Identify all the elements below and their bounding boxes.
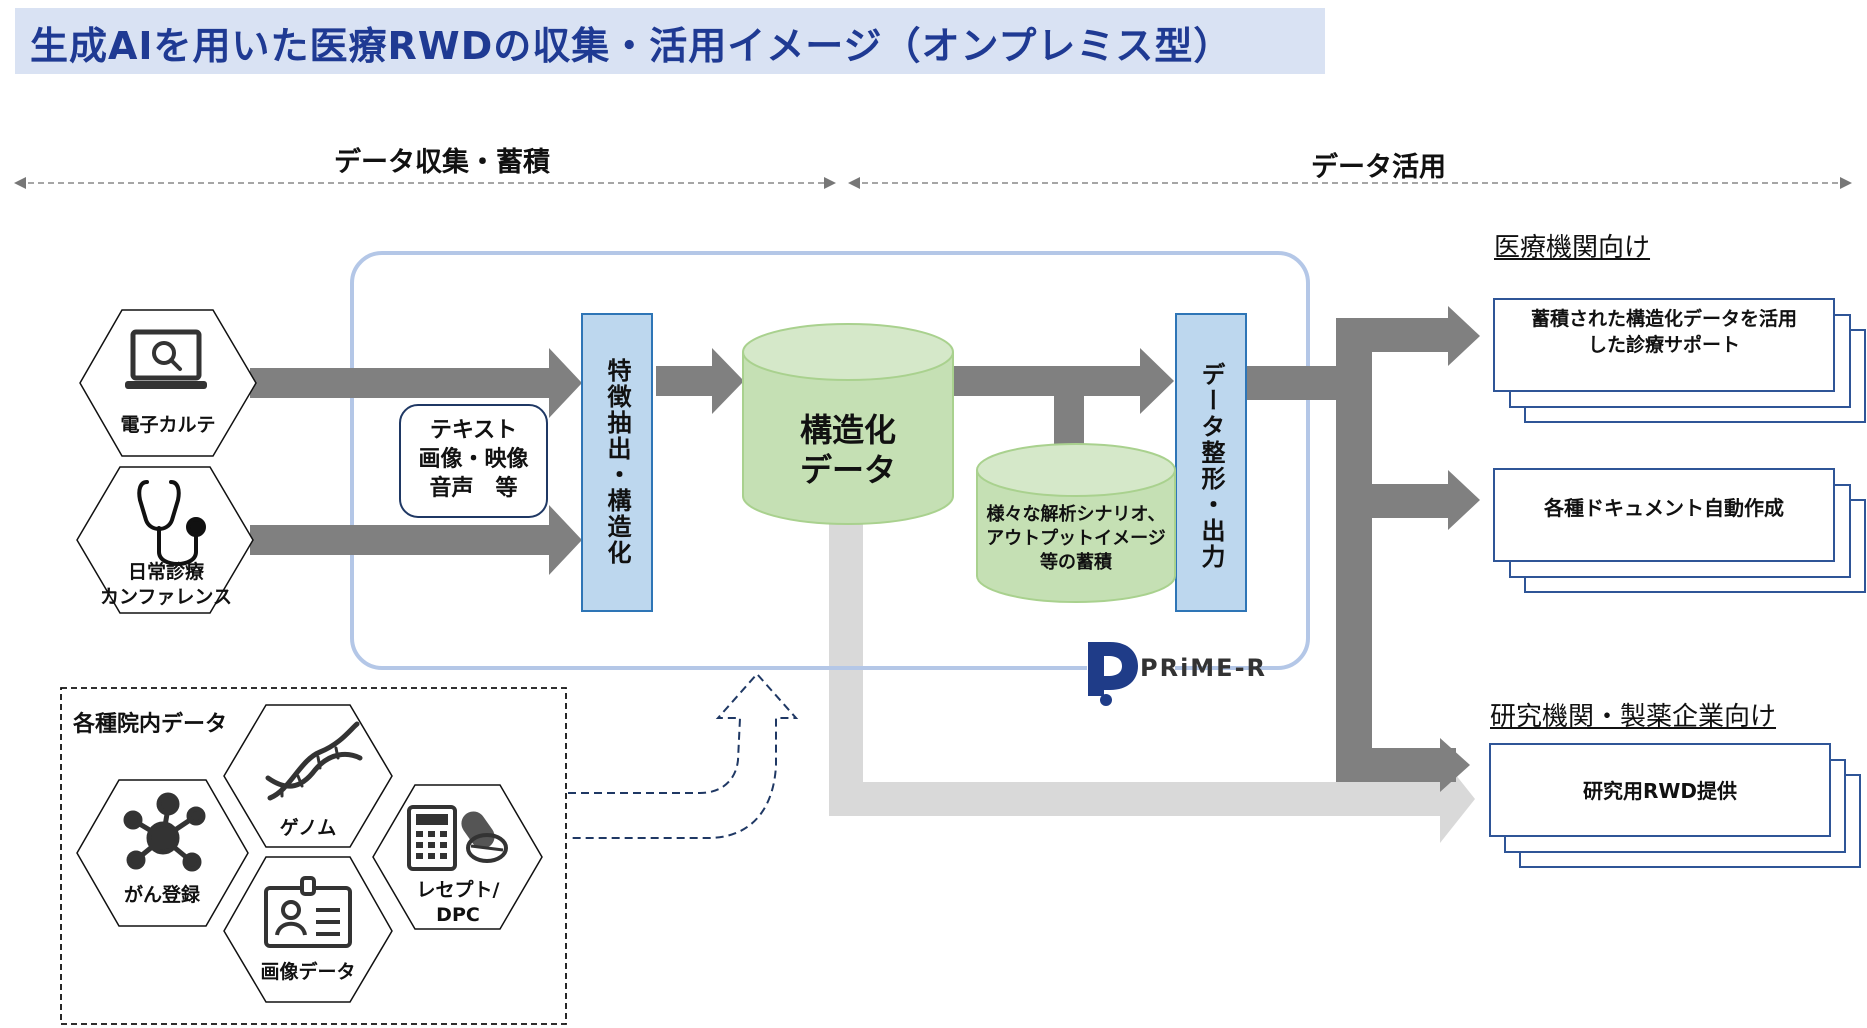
genome-label: ゲノム [279,817,337,839]
db-scenario-cylinder [976,443,1176,603]
conference-label: 日常診療 カンファレンス [96,560,236,610]
card-support-line1: 蓄積された構造化データを活用 [1530,308,1797,330]
arrow-ehr-to-extract [250,348,582,418]
card-support-text: 蓄積された構造化データを活用 した診療サポート [1494,306,1834,358]
db-scenario-line2: アウトプットイメージ [986,528,1166,549]
output-branch-arrows [1246,306,1480,792]
receipt-hexagon [372,784,543,930]
conference-hexagon [76,466,254,614]
cancer-label: がん登録 [123,884,200,906]
image-label: 画像データ [260,961,356,983]
hospital-data-box [60,687,567,1025]
extract-label: 特徴抽出・構造化 [603,358,631,566]
media-line2: 画像・映像 [418,447,529,472]
hospital-data-title: 各種院内データ [73,712,228,737]
media-box-text: テキスト 画像・映像 音声 等 [402,416,545,503]
db-main-label: 構造化 データ [743,410,953,490]
arrow-conference-to-extract [250,505,582,575]
db-scenario-line3: 等の蓄積 [1040,552,1112,573]
dna-icon [265,721,363,801]
research-heading: 研究機関・製薬企業向け [1490,702,1777,732]
card-stack-documents [1493,468,1866,593]
receipt-line1: レセプト/ [416,879,500,901]
card-stack-support [1493,298,1866,423]
media-line1: テキスト [429,418,518,443]
stethoscope-icon [137,480,206,566]
conference-label-line2: カンファレンス [99,586,233,608]
network-icon [123,792,206,872]
db-main-cylinder [742,323,954,525]
phase-use-label: データ活用 [1311,152,1446,183]
db-main-line2: データ [799,451,896,489]
card-documents-text: 各種ドキュメント自動作成 [1544,496,1784,520]
hospital-data-dashed-arrow [568,672,799,839]
format-label: データ整形・出力 [1197,362,1225,570]
calculator-pill-icon [407,805,508,871]
receipt-line2: DPC [436,904,480,926]
title-banner [15,8,1325,74]
id-card-icon [264,876,352,948]
conference-label-line1: 日常診療 [127,561,204,583]
brand-name: PRiME-R [1140,654,1268,682]
medical-heading: 医療機関向け [1494,233,1651,263]
prime-r-container [350,251,1310,670]
db-scenario-line1: 様々な解析シナリオ、 [986,504,1166,525]
phase-collect-arrow [14,177,836,189]
card-research-text: 研究用RWD提供 [1582,779,1738,803]
phase-collect-label: データ収集・蓄積 [334,147,550,178]
page-title: 生成AIを用いた医療RWDの収集・活用イメージ（オンプレミス型） [30,24,1233,68]
laptop-search-icon [125,329,207,389]
ehr-label: 電子カルテ [120,414,216,436]
prime-r-logo-icon [1087,638,1175,706]
db-main-line1: 構造化 [799,411,896,449]
media-box [399,404,548,518]
format-column [1175,313,1247,612]
media-line3: 音声 等 [429,476,518,501]
card-stack-research [1489,743,1861,868]
extract-column [581,313,653,612]
card-support-line2: した診療サポート [1587,334,1740,356]
arrow-extract-to-db [656,348,744,414]
phase-use-arrow [848,177,1852,189]
db-scenario-label: 様々な解析シナリオ、 アウトプットイメージ 等の蓄積 [974,503,1178,575]
receipt-label: レセプト/ DPC [408,878,508,928]
